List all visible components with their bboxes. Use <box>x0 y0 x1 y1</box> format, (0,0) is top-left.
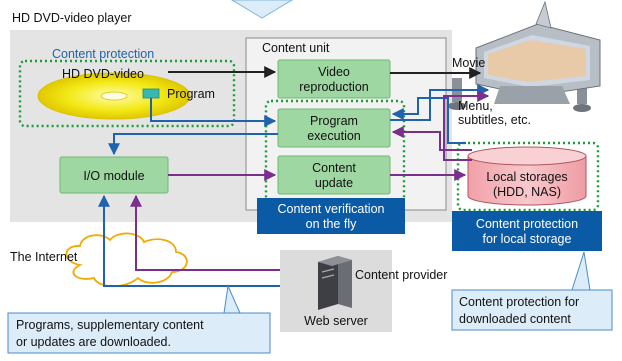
storage-line1: Local storages <box>486 170 567 184</box>
update-module-line2: update <box>315 176 353 190</box>
player-title: HD DVD-video player <box>12 11 131 25</box>
arrow-storage-to-tv <box>443 90 490 161</box>
menu-label-line2: subtitles, etc. <box>458 113 531 127</box>
movie-label: Movie <box>452 56 485 70</box>
arrow-storage-to-execution-2 <box>391 126 472 151</box>
local-protection-line1: Content protection <box>476 217 578 231</box>
content-protection-label: Content protection <box>52 47 154 61</box>
tv-set-icon <box>448 0 601 112</box>
verification-callout <box>257 198 405 234</box>
local-storage-protection-callout <box>452 211 602 251</box>
io-module-label: I/O module <box>83 169 144 183</box>
web-server-label: Web server <box>304 314 368 328</box>
downloaded-protection-line2: downloaded content <box>459 312 571 326</box>
update-module-line1: Content <box>312 161 356 175</box>
verification-line2: on the fly <box>306 217 357 231</box>
top-callout-pointer <box>231 0 293 19</box>
internet-label: The Internet <box>10 250 78 264</box>
internet-cloud-icon <box>65 232 188 288</box>
disc-label: HD DVD-video <box>62 67 144 81</box>
download-note-callout <box>7 312 271 354</box>
download-note-line2: or updates are downloaded. <box>16 335 171 349</box>
arrow-execution-to-io <box>108 133 278 156</box>
verification-dotted-group <box>264 99 406 204</box>
program-module-line1: Program <box>310 114 358 128</box>
downloaded-protection-line1: Content protection for <box>459 295 579 309</box>
program-module-line2: execution <box>307 129 361 143</box>
program-label: Program <box>167 87 215 101</box>
program-chip <box>142 88 160 99</box>
local-storage-cylinder <box>467 146 587 206</box>
download-note-pointer <box>223 284 241 314</box>
content-provider-label: Content provider <box>355 268 447 282</box>
verification-line1: Content verification <box>277 202 384 216</box>
video-module-line2: reproduction <box>299 80 369 94</box>
arrow-execution-to-tv <box>390 84 490 121</box>
storage-dotted-group <box>456 141 600 212</box>
local-protection-line2: for local storage <box>483 232 572 246</box>
arrow-server-to-io <box>98 194 310 287</box>
arrow-program-to-execution <box>150 98 277 127</box>
downloaded-protection-pointer <box>571 251 591 291</box>
arrow-storage-to-execution <box>391 97 466 144</box>
arrow-server-to-io-2 <box>130 194 316 271</box>
content-unit-title: Content unit <box>262 41 330 55</box>
web-server-icon <box>318 256 352 310</box>
downloaded-protection-callout <box>451 289 613 331</box>
video-reproduction-module <box>277 59 391 99</box>
storage-line2: (HDD, NAS) <box>493 185 561 199</box>
menu-label-line1: Menu, <box>458 99 493 113</box>
disc-protection-group <box>18 59 236 128</box>
video-module-line1: Video <box>318 65 350 79</box>
download-note-line1: Programs, supplementary content <box>16 318 204 332</box>
program-execution-module <box>277 108 391 148</box>
